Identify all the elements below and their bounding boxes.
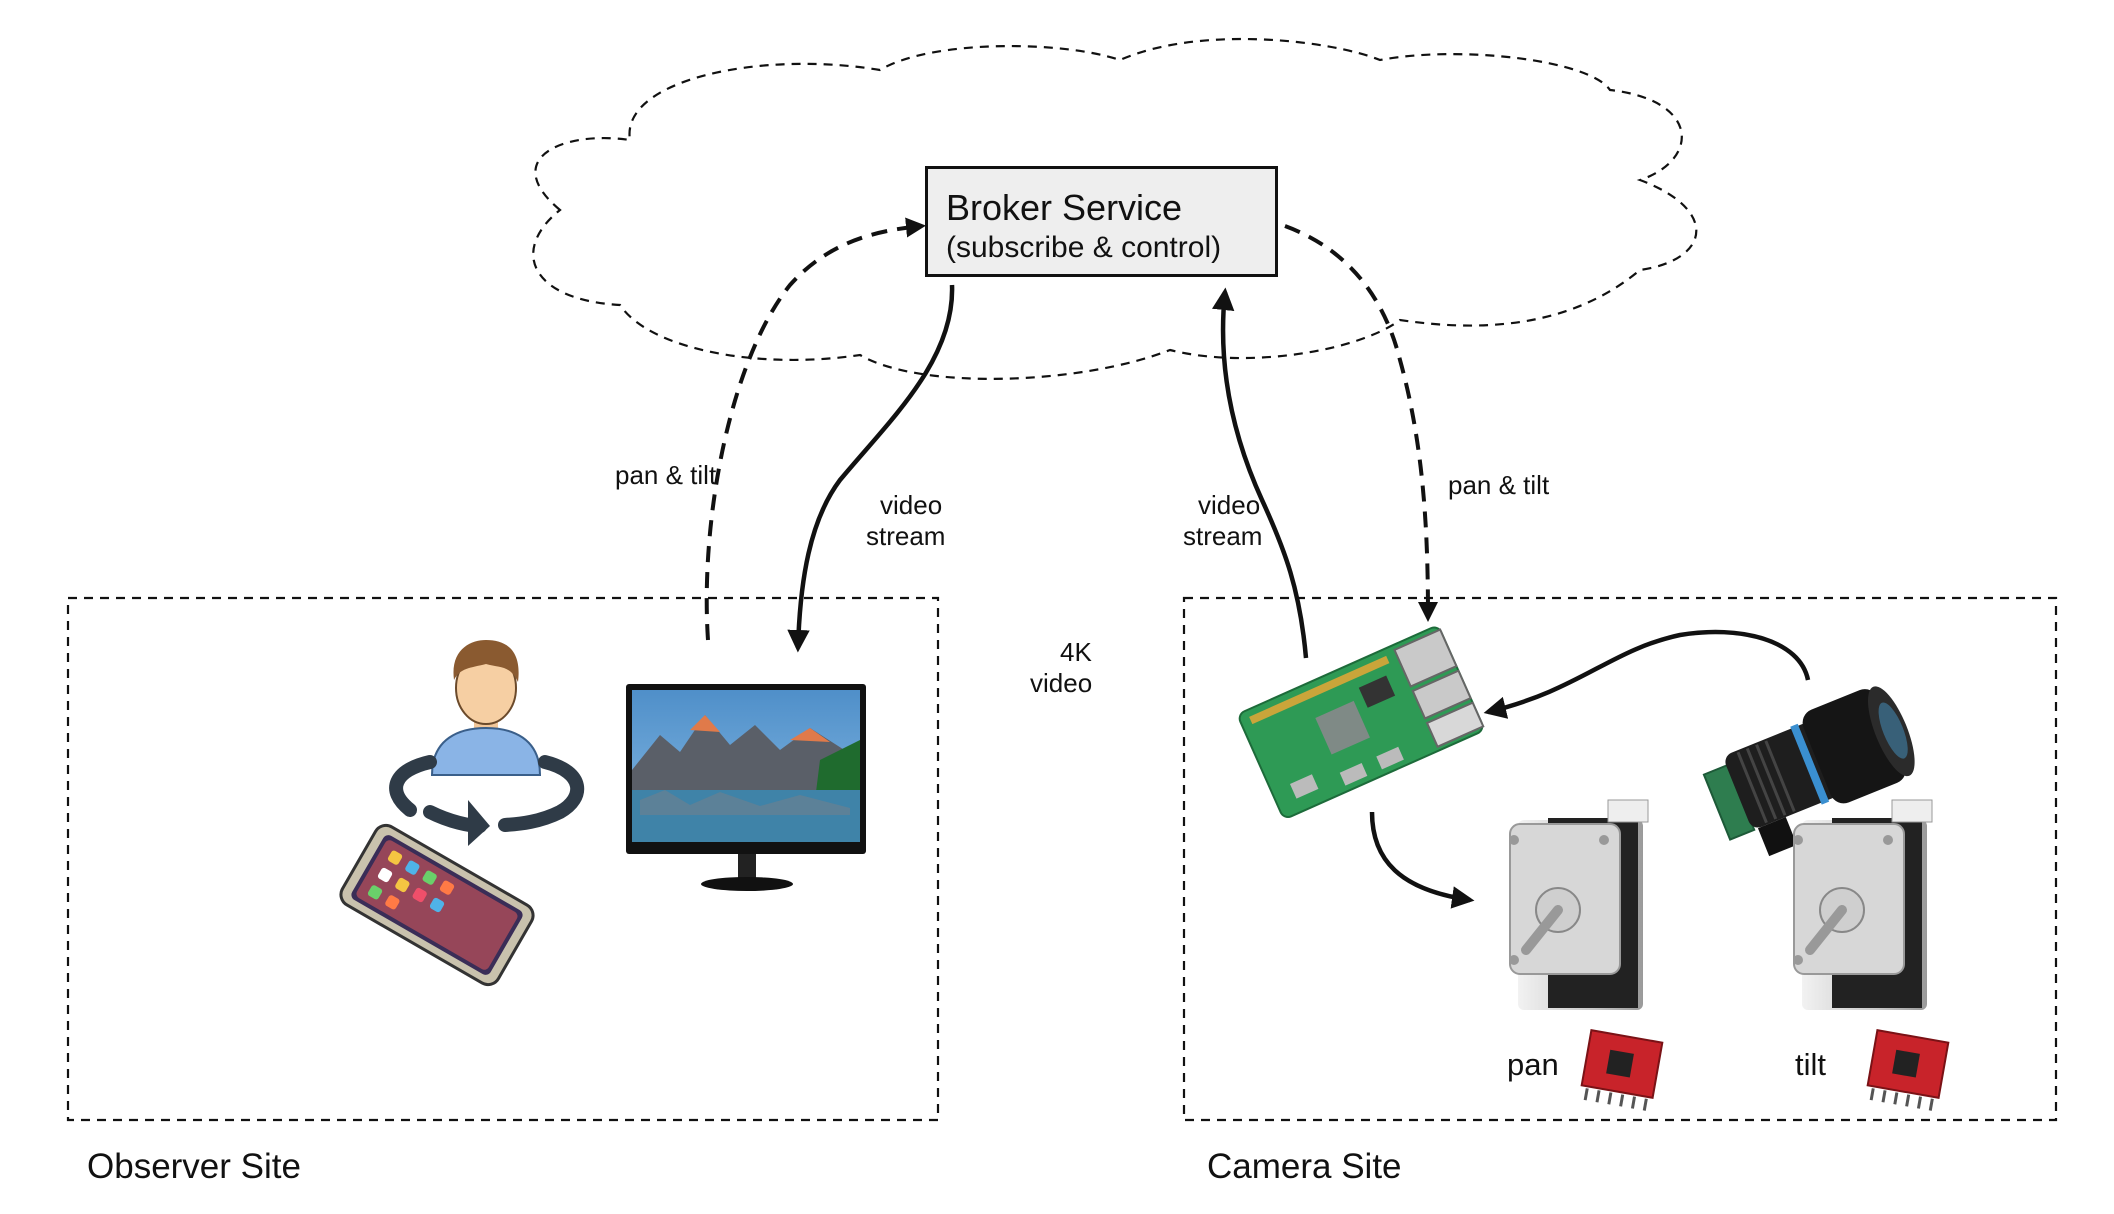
observer-site-label: Observer Site	[87, 1147, 301, 1186]
observer-video-stream-arrow	[787, 284, 955, 653]
raspberry-pi-board-icon	[1238, 626, 1485, 818]
cloud-icon	[532, 37, 1698, 380]
observer-pan-tilt-arrow	[704, 217, 926, 641]
observer-video-label-line2: stream	[866, 521, 946, 551]
observer-pan-tilt-label: pan & tilt	[615, 460, 717, 490]
observer-site-boundary	[66, 596, 940, 1122]
observer-video-label-line1: video	[880, 490, 943, 520]
tilt-motor-label: tilt	[1795, 1047, 1826, 1082]
camera-lens-icon	[1702, 686, 1915, 857]
video-4k-label-line1: 4K	[1060, 637, 1092, 667]
rotate-arrow-icon	[389, 755, 585, 846]
broker-service-subtitle: (subscribe & control)	[946, 231, 1222, 264]
broker-service-box: Broker Service (subscribe & control)	[925, 166, 1278, 277]
stepper-motor-icon	[1793, 799, 1933, 1010]
camera-site-boundary	[1182, 596, 2058, 1122]
camera-pan-tilt-arrow	[1284, 224, 1438, 622]
camera-video-label-line2: stream	[1183, 521, 1263, 551]
motor-driver-icon	[1866, 1029, 1950, 1111]
broker-service-title: Broker Service	[946, 187, 1183, 228]
video-4k-label-line2: video	[1030, 668, 1093, 698]
pi-to-motor-arrow	[1369, 811, 1475, 909]
camera-site-label: Camera Site	[1207, 1147, 1402, 1186]
camera-video-stream-arrow	[1211, 287, 1309, 659]
smartphone-icon	[339, 823, 535, 987]
stepper-motor-icon	[1509, 799, 1649, 1010]
camera-pan-tilt-label: pan & tilt	[1448, 470, 1550, 500]
pan-motor-label: pan	[1507, 1047, 1559, 1082]
motor-driver-icon	[1580, 1029, 1664, 1111]
user-avatar-icon	[430, 640, 542, 776]
camera-video-label-line1: video	[1198, 490, 1261, 520]
monitor-icon	[626, 684, 866, 891]
camera-to-pi-arrow	[1483, 629, 1811, 719]
